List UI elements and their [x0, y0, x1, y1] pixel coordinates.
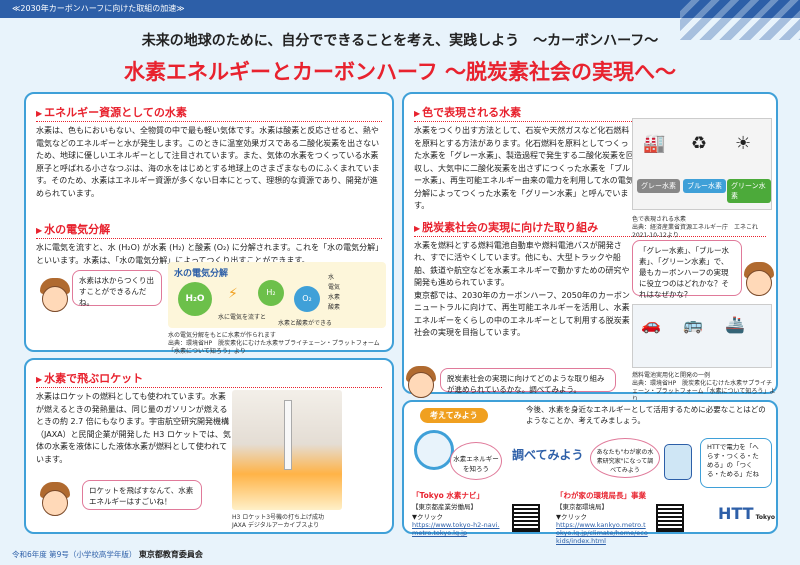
section-heading: ▶脱炭素社会の実現に向けた取り組み: [414, 219, 766, 237]
link-title: 「わが家の環境局長」事業: [556, 491, 646, 500]
triangle-icon: ▶: [414, 223, 421, 233]
page-title: 水素エネルギーとカーボンハーフ ～脱炭素社会の実現へ～: [123, 60, 677, 84]
section-body: 水素を燃料とする燃料電池自動車や燃料電池バスが開発され、すでに活やくしています。…: [414, 240, 630, 338]
diagram-label: 酸素: [328, 304, 341, 311]
rocket-launch-photo: [232, 390, 342, 510]
link-url[interactable]: https://www.kankyo.metro.tokyo.lg.jp/cli…: [556, 521, 648, 545]
diagram-label: 水: [328, 274, 335, 281]
section-body: 水素をつくり出す方法として、石炭や天然ガスなど化石燃料を原料とする方法があります…: [414, 126, 634, 210]
boy-avatar: [408, 372, 434, 398]
hydrogen-color-diagram: グレー水素 ブルー水素 グリーン水素 🏭 ♻ ☀: [632, 118, 772, 210]
section-body: 水素はロケットの燃料としても使われています。水素が燃えるときの発熱量は、同じ量の…: [36, 392, 231, 464]
research-label: 調べてみよう: [512, 448, 584, 462]
link-title: 「Tokyo 水素ナビ」: [412, 491, 484, 500]
color-caption: 色で表現される水素 出典：経済産業省資源エネルギー庁 エネこれ 2021-10-…: [632, 216, 759, 239]
electricity-icon: ⚡: [228, 286, 238, 302]
water-molecule-icon: H₂O: [178, 282, 212, 316]
footer: 令和6年度 第9号（小学校高学年版） 東京都教育委員会: [12, 550, 203, 559]
section-body: 水素は、色もにおいもない、全物質の中で最も軽い気体です。水素は酸素と反応させると…: [36, 126, 380, 198]
girl-avatar: [746, 270, 772, 296]
speech-bubble: ロケットを飛ばすなんて、水素エネルギーはすごいね！: [82, 480, 202, 510]
bus-icon: 🚌: [683, 315, 703, 334]
boy-avatar: [42, 490, 68, 516]
page-subtitle: 未来の地球のために、自分でできることを考え、実践しよう ～カーボンハーフ～: [141, 33, 659, 49]
link-org: 【東京都環境局】: [556, 503, 608, 511]
htt-bubble: HTTで電力を「へらす・つくる・ためる」の「つくる・ためる」だね: [700, 438, 772, 488]
section-heading: ▶エネルギー資源としての水素: [36, 104, 382, 122]
think-label: 考えてみよう: [420, 408, 488, 423]
panel-hydrogen-resource: ▶エネルギー資源としての水素 水素は、色もにおいもない、全物質の中で最も軽い気体…: [24, 92, 394, 352]
green-hydrogen-label: グリーン水素: [727, 179, 771, 203]
ship-icon: 🚢: [725, 315, 745, 334]
diagram-caption: 水の電気分解をもとに水素が作られます 出典：環境省HP 脱炭素化にむけた水素サプ…: [168, 332, 380, 355]
section-heading: ▶水の電気分解: [36, 221, 382, 239]
hydrogen-molecule-icon: H₂: [258, 280, 284, 306]
diagram-label: 電気: [328, 284, 341, 291]
decorative-stripes: [680, 0, 800, 40]
diagram-label: 水に電気を流すと: [218, 314, 267, 321]
robot-bubble: あなたも"わが家の水素研究家"になって調べてみよう: [590, 438, 660, 478]
gray-hydrogen-label: グレー水素: [637, 179, 680, 193]
girl-avatar: [42, 286, 68, 312]
robot-icon: [664, 444, 692, 480]
kid-bubble: 水素エネルギーを知ろう: [450, 442, 502, 480]
link-url[interactable]: https://www.tokyo-h2-navi.metro.tokyo.lg…: [412, 521, 500, 537]
capture-icon: ♻: [691, 133, 708, 154]
section-heading: ▶色で表現される水素: [414, 104, 766, 122]
qr-code-icon: [656, 504, 684, 532]
fuel-cell-caption: 燃料電池実用化と開発の一例 出典：環境省HP 脱炭素化にむけた水素サプライチェー…: [632, 372, 776, 403]
link-tokyo-navi[interactable]: 「Tokyo 水素ナビ」 【東京都産業労働局】 ▼クリック https://ww…: [412, 490, 552, 537]
triangle-icon: ▶: [36, 226, 43, 235]
series-banner: ≪2030年カーボンハーフに向けた取組の加速≫: [0, 0, 800, 18]
magnifier-icon: [414, 430, 454, 470]
speech-bubble: 水素は水からつくり出すことができるんだね。: [72, 270, 162, 307]
rocket-caption: H3 ロケット3号機の打ち上げ成功 JAXA デジタルアーカイブスより: [232, 514, 325, 529]
triangle-icon: ▶: [36, 109, 43, 118]
section-heading: ▶水素で飛ぶロケット: [36, 370, 382, 388]
factory-icon: 🏭: [643, 133, 666, 154]
triangle-icon: ▶: [36, 375, 43, 384]
electrolysis-diagram: 水の電気分解 H₂O ⚡ H₂ O₂ 水 電気 水素 酸素 水に電気を流すと 水…: [168, 262, 386, 328]
think-prompt: 今後、水素を身近なエネルギーとして活用するために必要なことはどのようなことか、考…: [526, 405, 766, 425]
speech-bubble: 「グレー水素」、「ブルー水素」、「グリーン水素」で、最もカーボンハーフの実現に役…: [632, 240, 742, 299]
link-home-eco[interactable]: 「わが家の環境局長」事業 【東京都環境局】 ▼クリック https://www.…: [556, 490, 696, 545]
qr-code-icon: [512, 504, 540, 532]
rocket-icon: [284, 400, 292, 470]
oxygen-molecule-icon: O₂: [294, 286, 320, 312]
diagram-label: 水素: [328, 294, 341, 301]
link-click: ▼クリック: [556, 513, 587, 521]
speech-bubble: 脱炭素社会の実現に向けてどのような取り組みが進められているかな。調べてみよう。: [440, 368, 616, 394]
solar-icon: ☀: [735, 133, 752, 154]
link-org: 【東京都産業労働局】: [412, 503, 477, 511]
car-icon: 🚗: [641, 315, 661, 334]
fuel-cell-diagram: 🚗 🚌 🚢: [632, 304, 772, 368]
triangle-icon: ▶: [414, 109, 421, 118]
blue-hydrogen-label: ブルー水素: [683, 179, 726, 193]
section-body: 水に電気を流すと、水 (H₂O) が水素 (H₂) と酸素 (O₂) に分解され…: [36, 243, 380, 265]
diagram-label: 水素と酸素ができる: [278, 320, 332, 327]
diagram-title: 水の電気分解: [174, 269, 229, 279]
link-click: ▼クリック: [412, 513, 443, 521]
